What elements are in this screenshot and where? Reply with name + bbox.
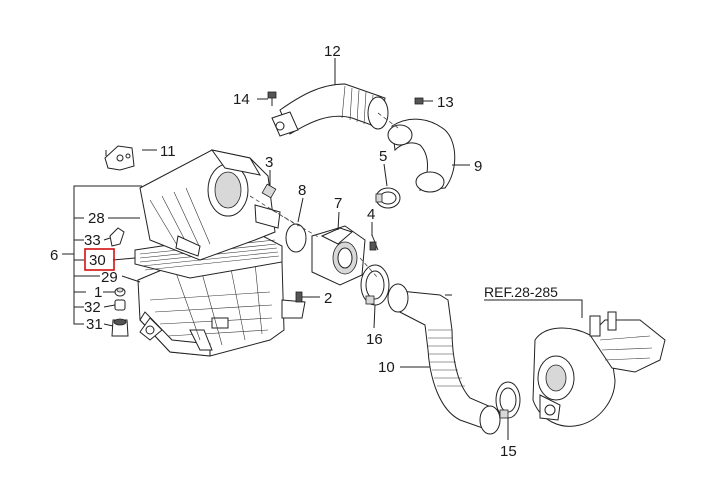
callout-1: 1 <box>94 284 102 301</box>
turbocharger <box>532 311 666 427</box>
callout-2: 2 <box>324 290 332 307</box>
hose-clamp-5 <box>375 187 401 209</box>
callout-31: 31 <box>86 316 103 333</box>
callout-32: 32 <box>84 299 101 316</box>
callout-16: 16 <box>366 331 383 348</box>
air-cleaner-lower-case <box>137 257 306 357</box>
callout-6: 6 <box>50 247 58 264</box>
callout-7: 7 <box>334 195 342 212</box>
callout-12: 12 <box>324 43 341 60</box>
callout-4: 4 <box>367 206 375 223</box>
callout-9: 9 <box>474 158 482 175</box>
callout-13: 13 <box>437 94 454 111</box>
air-intake-hose-9 <box>387 118 456 193</box>
callout-3: 3 <box>265 154 273 171</box>
highlight-box-30 <box>84 248 115 271</box>
grommet-part <box>114 299 126 311</box>
hose-clamp-15 <box>495 381 521 419</box>
callout-10: 10 <box>378 359 395 376</box>
insulator-part <box>111 318 129 337</box>
callout-33: 33 <box>84 232 101 249</box>
callout-labels: 12 14 13 11 3 5 9 8 7 4 28 33 6 30 29 1 … <box>50 43 558 460</box>
air-cleaner-assembly <box>104 145 312 357</box>
screw-3 <box>261 183 277 199</box>
callout-8: 8 <box>298 182 306 199</box>
intake-hose-10 <box>387 283 501 435</box>
alignment-lines <box>249 112 399 279</box>
callout-11: 11 <box>160 143 176 160</box>
leader-lines <box>62 58 583 440</box>
nut-part <box>114 287 126 297</box>
callout-30: 30 <box>89 252 106 269</box>
callout-14: 14 <box>233 91 250 108</box>
o-ring-8 <box>285 223 307 253</box>
air-cleaner-upper-cover <box>139 149 281 261</box>
callout-29: 29 <box>101 269 118 286</box>
hose-clamp-16 <box>360 264 390 306</box>
callout-15: 15 <box>500 443 517 460</box>
bolt-2 <box>295 291 312 303</box>
callout-5: 5 <box>379 148 387 165</box>
callout-28: 28 <box>88 210 105 227</box>
upper-air-duct <box>267 83 424 137</box>
mounting-bracket <box>104 145 135 171</box>
clip-part <box>109 227 125 247</box>
reference-label: REF.28-285 <box>484 284 558 300</box>
airflow-sensor-group <box>285 223 379 286</box>
